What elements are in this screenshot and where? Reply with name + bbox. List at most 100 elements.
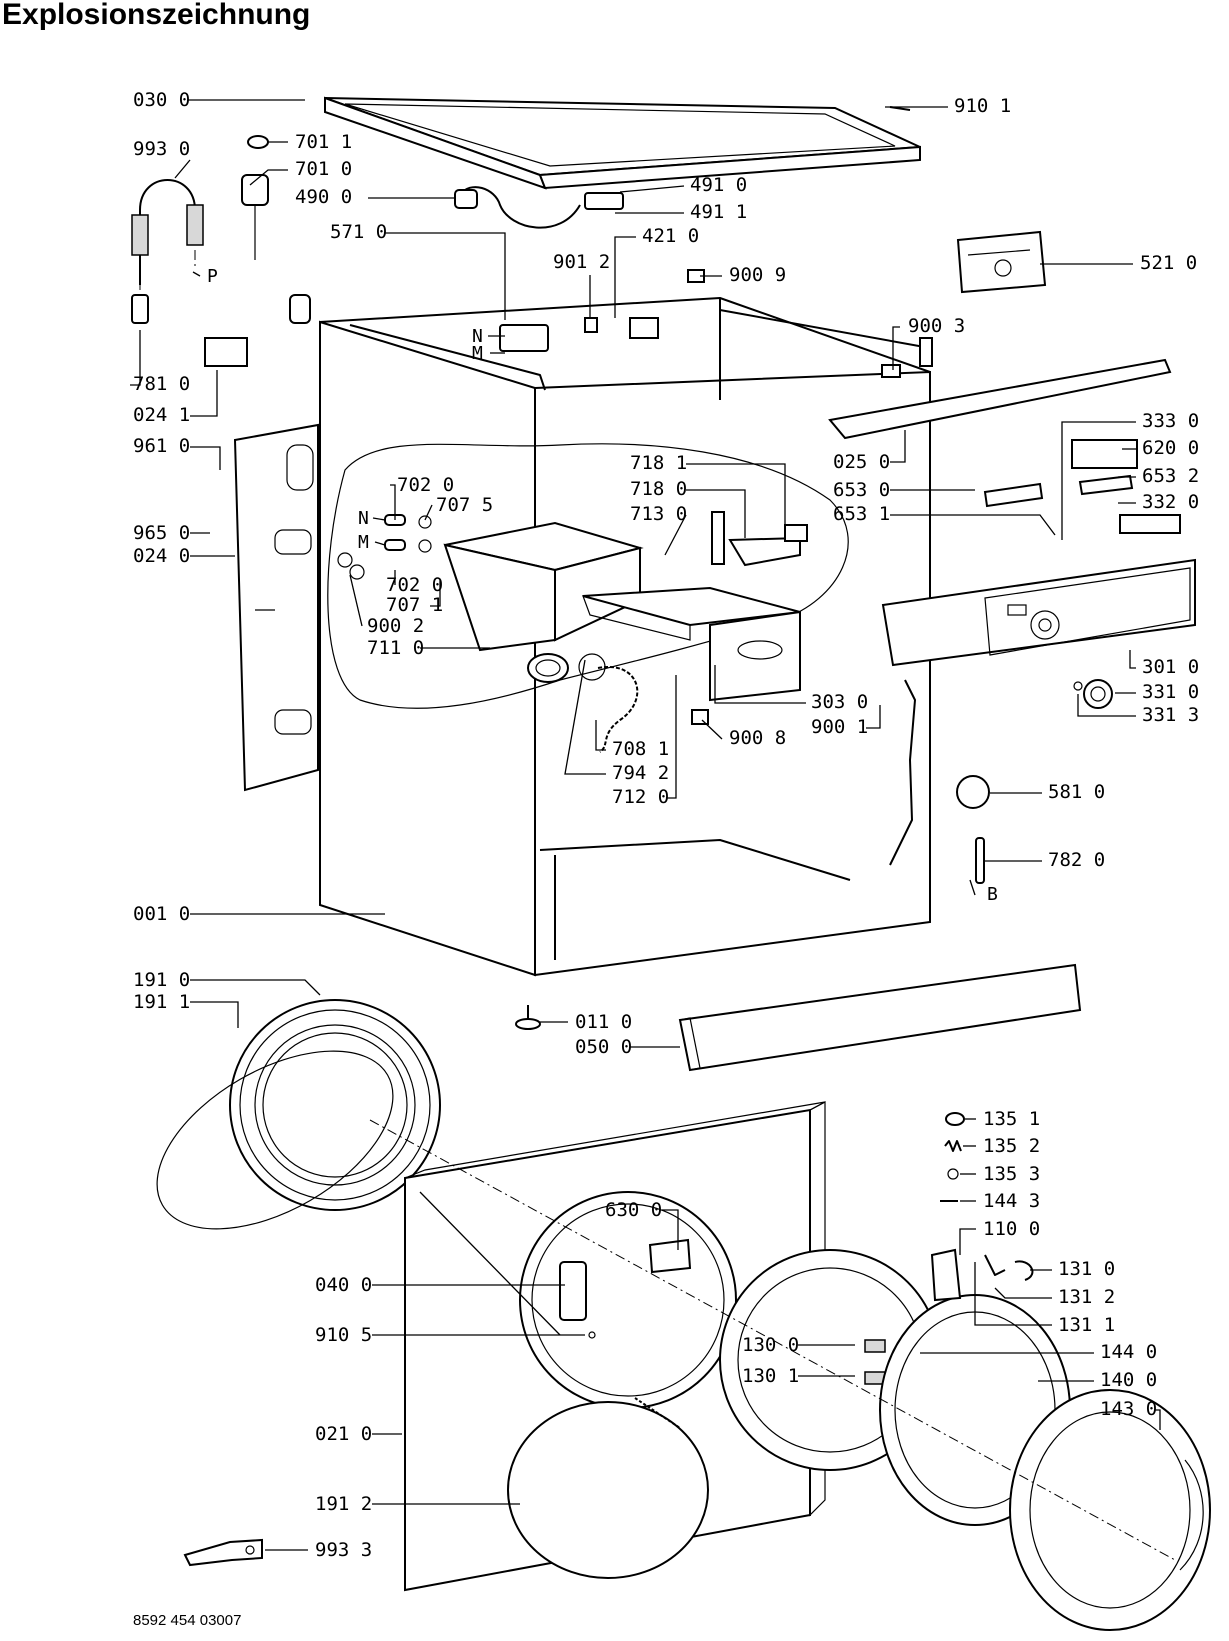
door-lock-630 — [648, 1238, 692, 1274]
detergent-drawer — [582, 586, 801, 702]
part-label-702-0b: 702 0 — [386, 574, 443, 596]
document-number: 8592 454 03007 — [133, 1612, 242, 1629]
part-label-993-0: 993 0 — [133, 138, 190, 160]
hose-clamp — [578, 653, 606, 681]
ring-135-3 — [947, 1168, 959, 1180]
part-label-B: B — [987, 884, 998, 905]
leader-702-0a — [390, 484, 396, 520]
control-panel — [881, 558, 1196, 667]
plinth — [678, 963, 1082, 1072]
part-label-901-2: 901 2 — [553, 251, 610, 273]
part-label-144-3: 144 3 — [983, 1190, 1040, 1212]
inlet-m — [384, 539, 406, 551]
clip-900-2b — [349, 564, 365, 580]
leader-301-0 — [1129, 650, 1136, 669]
screw-910-5 — [588, 1331, 596, 1339]
part-label-M-inlet: M — [358, 532, 369, 553]
part-label-110-0: 110 0 — [983, 1218, 1040, 1240]
part-label-701-1: 701 1 — [295, 131, 352, 153]
leader-303-0 — [714, 665, 806, 704]
grommet-707-5 — [418, 515, 432, 529]
part-label-653-2: 653 2 — [1142, 465, 1199, 487]
part-label-P: P — [207, 266, 218, 287]
knob-clip — [1073, 681, 1083, 691]
part-label-040-0: 040 0 — [315, 1274, 372, 1296]
part-label-131-0: 131 0 — [1058, 1258, 1115, 1280]
door-frame-outer — [1009, 1389, 1211, 1631]
pressure-switch — [956, 775, 990, 809]
water-valve — [499, 324, 549, 352]
part-label-011-0: 011 0 — [575, 1011, 632, 1033]
part-label-025-0: 025 0 — [833, 451, 890, 473]
front-panel — [404, 1101, 826, 1592]
tool-993-3 — [183, 1538, 263, 1567]
leader-653-1 — [890, 514, 1056, 536]
part-label-303-0: 303 0 — [811, 691, 868, 713]
part-label-620-0: 620 0 — [1142, 437, 1199, 459]
valve-lead-extra — [419, 1191, 561, 1336]
leader-P — [192, 271, 201, 277]
leader-900-1 — [866, 705, 881, 729]
leader-993-0 — [174, 159, 191, 179]
part-713-0 — [711, 511, 725, 565]
part-901-2 — [584, 317, 598, 333]
knob — [1083, 679, 1113, 709]
part-label-131-1: 131 1 — [1058, 1314, 1115, 1336]
leader-143-0 — [1155, 1409, 1161, 1430]
seal-clamp — [156, 1050, 394, 1230]
mains-cable — [454, 186, 624, 229]
inlet-hose — [131, 179, 204, 324]
part-label-712-0: 712 0 — [612, 786, 669, 808]
foot — [515, 1005, 541, 1030]
dispenser-housing — [443, 521, 644, 683]
spring-131-0 — [1014, 1260, 1034, 1281]
part-label-024-1: 024 1 — [133, 404, 190, 426]
part-label-900-2: 900 2 — [367, 615, 424, 637]
part-718-1 — [784, 524, 808, 542]
part-900-8 — [691, 709, 709, 725]
part-label-024-0: 024 0 — [133, 545, 190, 567]
part-label-707-5: 707 5 — [436, 494, 493, 516]
door-axis — [369, 1119, 1176, 1561]
part-900-3 — [881, 364, 901, 378]
leader-708-1 — [595, 720, 606, 751]
leader-707-5 — [424, 504, 433, 521]
part-label-900-1: 900 1 — [811, 716, 868, 738]
leader-N-inlet — [372, 517, 386, 521]
part-label-711-0: 711 0 — [367, 637, 424, 659]
part-label-581-0: 581 0 — [1048, 781, 1105, 803]
top-rail — [828, 358, 1172, 440]
part-label-782-0: 782 0 — [1048, 849, 1105, 871]
leader-900-3 — [892, 326, 900, 370]
part-label-143-0: 143 0 — [1100, 1398, 1157, 1420]
part-label-135-3: 135 3 — [983, 1163, 1040, 1185]
leader-333-0 — [1061, 421, 1136, 540]
drain-hose — [597, 665, 639, 753]
part-label-707-1: 707 1 — [386, 594, 443, 616]
wiring-harness — [889, 679, 916, 866]
part-label-N-valve: N — [472, 326, 483, 347]
level-switch-701 — [241, 135, 269, 260]
part-label-130-0: 130 0 — [742, 1334, 799, 1356]
leader-712-0 — [666, 675, 677, 799]
part-label-131-2: 131 2 — [1058, 1286, 1115, 1308]
leader-900-8 — [701, 719, 723, 740]
leader-421-0 — [614, 236, 636, 318]
part-label-653-1: 653 1 — [833, 503, 890, 525]
part-label-M-valve: M — [472, 343, 483, 364]
pcb-620 — [1071, 439, 1138, 469]
leader-961-0 — [190, 446, 221, 470]
leader-025-0 — [890, 430, 906, 463]
leader-491-0 — [619, 185, 685, 193]
part-label-191-1: 191 1 — [133, 991, 190, 1013]
part-label-701-0: 701 0 — [295, 158, 352, 180]
part-653-2 — [1078, 474, 1134, 496]
leader-024-1 — [190, 370, 218, 417]
pin-135-1 — [945, 1112, 965, 1126]
part-label-521-0: 521 0 — [1140, 252, 1197, 274]
part-label-961-0: 961 0 — [133, 435, 190, 457]
part-label-702-0a: 702 0 — [397, 474, 454, 496]
electronic-module — [956, 230, 1047, 294]
leader-B — [969, 879, 976, 896]
leader-718-1 — [686, 463, 786, 525]
